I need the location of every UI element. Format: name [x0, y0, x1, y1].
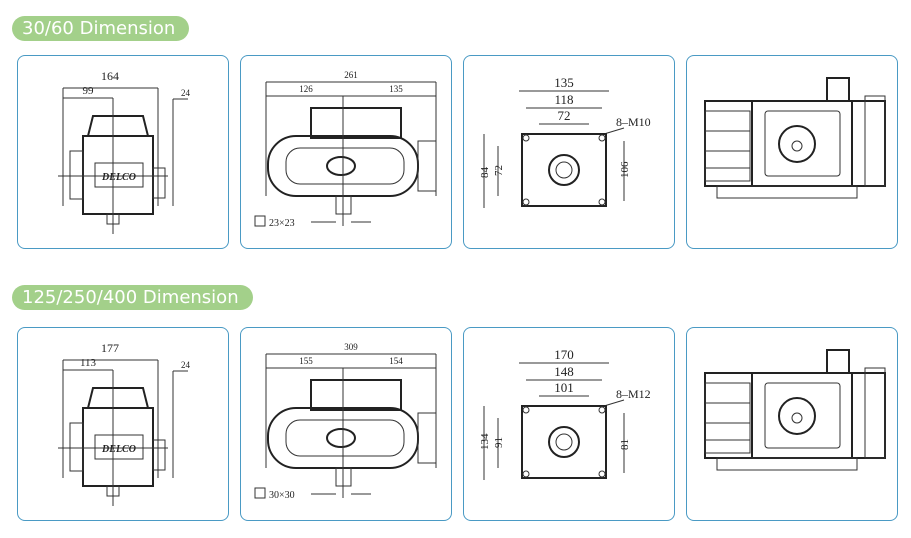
dim-outer: 135	[554, 75, 574, 90]
bolt-spec: 8–M12	[616, 387, 651, 401]
side-view-drawing: 309 155 154 30×30	[254, 342, 437, 501]
front-view-drawing: 177 113 24 DELCO	[58, 341, 191, 506]
dim-overall-length: 261	[344, 70, 358, 80]
dim-height-2: 91	[493, 437, 505, 448]
dim-overall-width: 177	[101, 341, 119, 355]
shaft-size: 30×30	[269, 490, 295, 501]
dim-height-3: 106	[619, 161, 631, 178]
brand-label: DELCO	[101, 444, 136, 455]
flange-view-drawing: 170 148 101 8–M12 134 91 81	[479, 347, 651, 480]
flange-view-panel: 170 148 101 8–M12 134 91 81	[463, 327, 675, 521]
dim-outer: 170	[554, 347, 574, 362]
dim-mid: 118	[554, 92, 573, 107]
dim-center: 99	[83, 85, 95, 97]
top-view-drawing	[704, 77, 886, 199]
section-title-125-250-400: 125/250/400 Dimension	[12, 285, 253, 310]
dim-overall-length: 309	[344, 342, 358, 352]
section-title-30-60: 30/60 Dimension	[12, 16, 190, 41]
dim-inner: 101	[554, 380, 574, 395]
shaft-size: 23×23	[269, 218, 295, 229]
dim-overall-width: 164	[101, 69, 119, 83]
dim-right: 135	[389, 84, 403, 94]
front-view-panel: 164 99 24 DELCO	[17, 55, 229, 249]
dim-height-3: 81	[619, 439, 631, 450]
side-view-panel: 309 155 154 30×30	[240, 327, 452, 521]
side-view-panel: 261 126 135 23×23	[240, 55, 452, 249]
dim-offset: 24	[181, 88, 191, 98]
dim-inner: 72	[558, 108, 571, 123]
front-view-drawing: 164 99 24 DELCO	[58, 69, 191, 234]
dim-left: 155	[299, 356, 313, 366]
dim-height-1: 134	[479, 433, 491, 450]
top-view-panel	[686, 55, 898, 249]
flange-view-panel: 135 118 72 8–M10 84 72 106	[463, 55, 675, 249]
dim-right: 154	[389, 356, 403, 366]
flange-view-drawing: 135 118 72 8–M10 84 72 106	[479, 75, 651, 208]
dim-mid: 148	[554, 364, 574, 379]
dim-left: 126	[299, 84, 313, 94]
top-view-panel	[686, 327, 898, 521]
dim-height-1: 84	[479, 167, 491, 179]
dim-height-2: 72	[493, 165, 505, 176]
bolt-spec: 8–M10	[616, 115, 651, 129]
brand-label: DELCO	[101, 172, 136, 183]
side-view-drawing: 261 126 135 23×23	[254, 70, 437, 229]
dim-center: 113	[80, 357, 97, 369]
top-view-drawing	[704, 349, 886, 471]
front-view-panel: 177 113 24 DELCO	[17, 327, 229, 521]
dim-offset: 24	[181, 360, 191, 370]
